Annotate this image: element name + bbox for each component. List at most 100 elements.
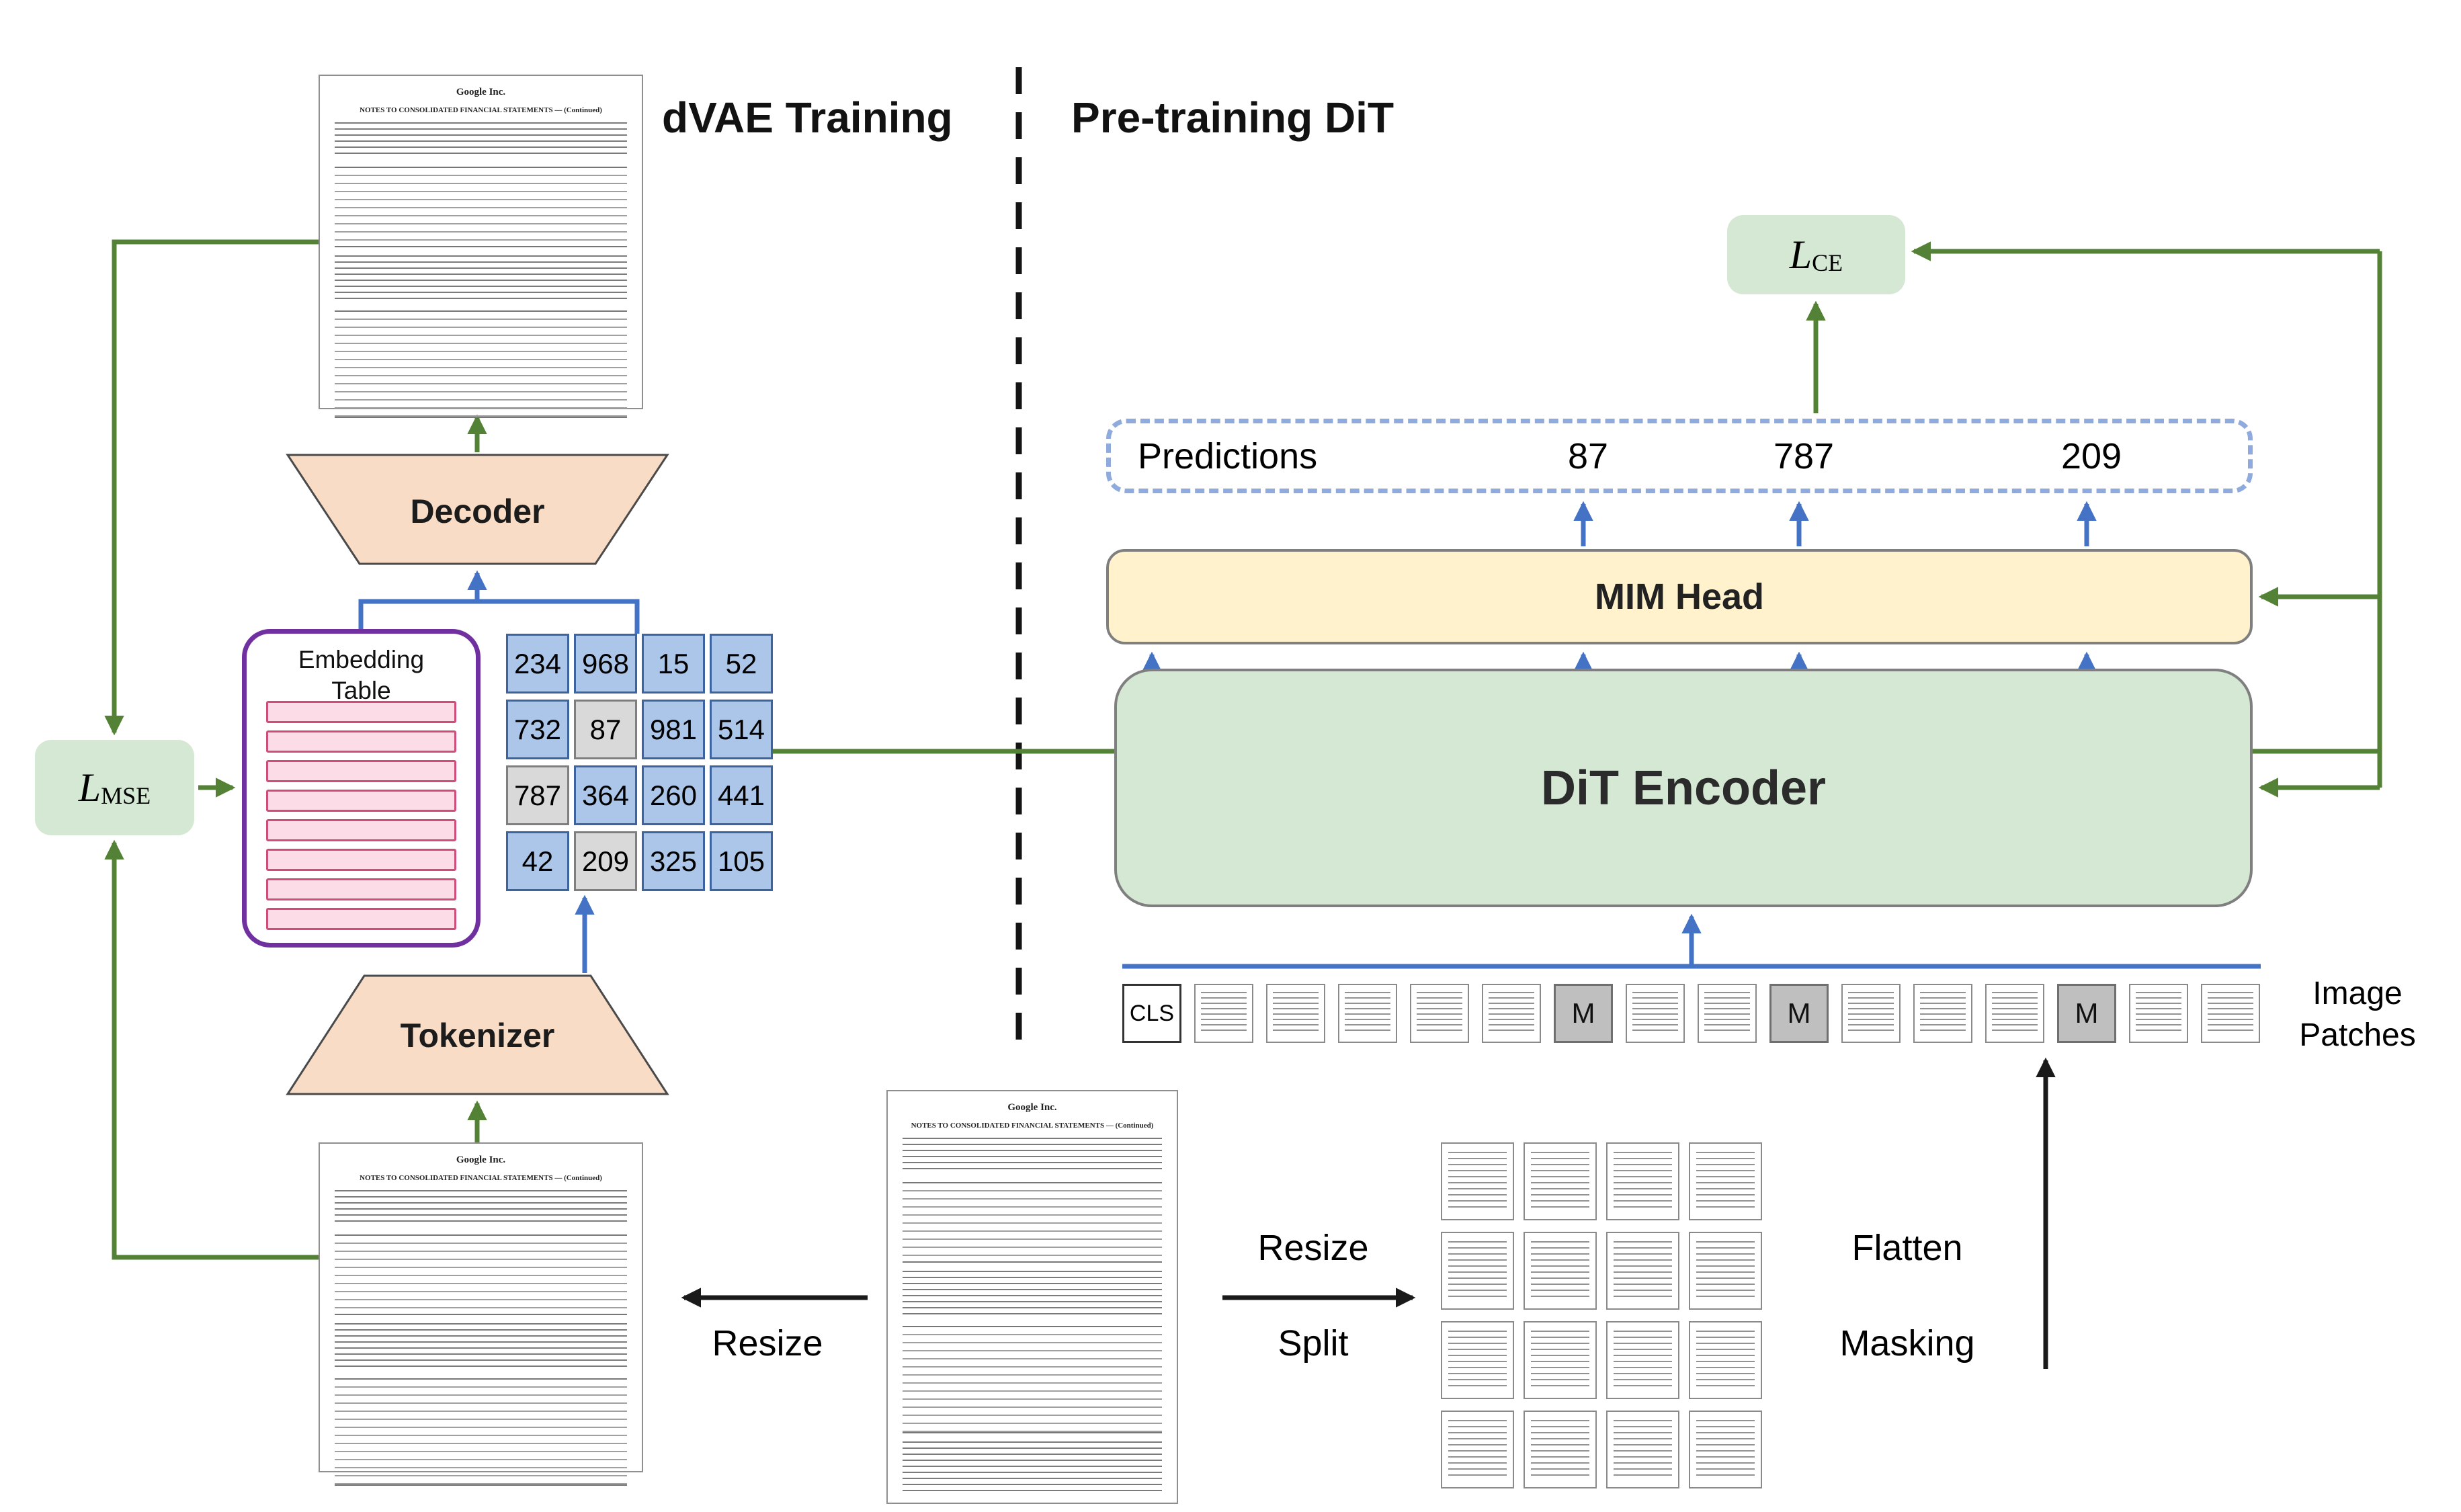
token-cell: 732 (506, 700, 569, 759)
loss-mse-box: LMSE (35, 740, 194, 835)
document-table (903, 1182, 1162, 1263)
loss-symbol: L (78, 765, 101, 810)
token-cell: 364 (574, 765, 637, 825)
image-patch (1410, 984, 1469, 1043)
split-patch (1606, 1142, 1679, 1220)
document-table (903, 1326, 1162, 1433)
tokenizer-label: Tokenizer (400, 1017, 555, 1054)
image-patches-line1: Image (2312, 976, 2403, 1011)
document-company: Google Inc. (1007, 1102, 1057, 1113)
mim-head-box: MIM Head (1106, 549, 2253, 644)
masked-patch: M (1769, 984, 1829, 1043)
split-patch (1606, 1321, 1679, 1399)
image-patch (2129, 984, 2188, 1043)
document-heading: NOTES TO CONSOLIDATED FINANCIAL STATEMEN… (360, 106, 602, 114)
reconstructed-document-image: Google Inc. NOTES TO CONSOLIDATED FINANC… (319, 75, 643, 418)
decoder-label: Decoder (410, 493, 545, 530)
split-patch (1689, 1232, 1762, 1310)
image-patch (1338, 984, 1397, 1043)
patch-row: CLS M M M (1122, 984, 2261, 1043)
cls-token: CLS (1122, 984, 1181, 1043)
document-table (335, 1378, 627, 1486)
token-cell: 42 (506, 831, 569, 891)
document-text-block (335, 255, 627, 302)
original-document-image: Google Inc. NOTES TO CONSOLIDATED FINANC… (886, 1090, 1178, 1504)
document-page: Google Inc. NOTES TO CONSOLIDATED FINANC… (335, 1154, 627, 1486)
document-text-block (335, 122, 627, 159)
loss-subscript: MSE (101, 782, 151, 809)
loss-ce-text: LCE (1790, 232, 1843, 278)
split-grid (1441, 1142, 1762, 1488)
split-patch (1689, 1321, 1762, 1399)
image-patches-line2: Patches (2299, 1017, 2416, 1054)
predictions-values: 87 787 209 (1111, 423, 2248, 489)
split-patch (1441, 1232, 1514, 1310)
embedding-row (266, 730, 456, 753)
embedding-row (266, 790, 456, 812)
token-cell: 52 (710, 634, 773, 694)
document-text-block (903, 1138, 1162, 1174)
loss-ce-box: LCE (1727, 215, 1905, 294)
document-page: Google Inc. NOTES TO CONSOLIDATED FINANC… (903, 1102, 1162, 1492)
split-patch (1524, 1142, 1597, 1220)
token-cell: 441 (710, 765, 773, 825)
embedding-row (266, 701, 456, 723)
predictions-box: Predictions 87 787 209 (1106, 419, 2253, 493)
input-document-image: Google Inc. NOTES TO CONSOLIDATED FINANC… (319, 1142, 643, 1486)
section-title-dvae: dVAE Training (662, 93, 953, 142)
image-patch (1698, 984, 1757, 1043)
embedding-row (266, 760, 456, 782)
flatten-label: Flatten (1851, 1228, 1963, 1268)
split-patch (1524, 1321, 1597, 1399)
embedding-row (266, 819, 456, 841)
token-cell: 15 (642, 634, 705, 694)
image-patch (1194, 984, 1253, 1043)
document-text-block (335, 1190, 627, 1226)
section-title-dit: Pre-training DiT (1071, 93, 1394, 142)
predictions-label: Predictions (1138, 435, 1318, 476)
split-patch (1689, 1142, 1762, 1220)
image-patch (1841, 984, 1901, 1043)
split-patch (1441, 1321, 1514, 1399)
embedding-table: Embedding Table (242, 629, 481, 948)
dit-encoder-label: DiT Encoder (1540, 761, 1827, 815)
token-cell-masked: 209 (574, 831, 637, 891)
dit-encoder-box: DiT Encoder (1114, 669, 2253, 907)
decoder-trapezoid (286, 454, 669, 565)
token-cell: 105 (710, 831, 773, 891)
masked-patch: M (1554, 984, 1613, 1043)
embedding-title-line1: Embedding (298, 646, 425, 673)
wire-reconstruction-to-mse (104, 239, 319, 736)
embedding-table-title: Embedding Table (247, 644, 476, 707)
split-patch (1524, 1411, 1597, 1488)
prediction-value: 209 (2060, 435, 2122, 476)
masked-patch: M (2057, 984, 2116, 1043)
split-patch (1441, 1142, 1514, 1220)
loss-mse-text: LMSE (79, 765, 151, 811)
split-patch (1606, 1232, 1679, 1310)
prediction-value: 787 (1773, 435, 1835, 476)
image-patch (1913, 984, 1972, 1043)
resize-label: Resize (712, 1323, 823, 1363)
wire-embed-grid-elbow (358, 599, 640, 634)
prediction-value: 87 (1567, 435, 1609, 476)
resize-label: Resize (1257, 1228, 1369, 1268)
document-table (335, 1234, 627, 1315)
token-cell-masked: 787 (506, 765, 569, 825)
embedding-row (266, 849, 456, 871)
mim-head-label: MIM Head (1594, 577, 1765, 617)
split-patch (1689, 1411, 1762, 1488)
image-patch (1626, 984, 1685, 1043)
token-cell: 968 (574, 634, 637, 694)
token-cell: 981 (642, 700, 705, 759)
loss-subscript: CE (1812, 249, 1843, 276)
token-cell: 325 (642, 831, 705, 891)
embedding-rows (266, 701, 456, 930)
image-patch (1985, 984, 2044, 1043)
loss-symbol: L (1789, 232, 1812, 277)
split-patch (1606, 1411, 1679, 1488)
image-patches-label: Image Patches (2284, 973, 2431, 1057)
document-table (335, 310, 627, 418)
